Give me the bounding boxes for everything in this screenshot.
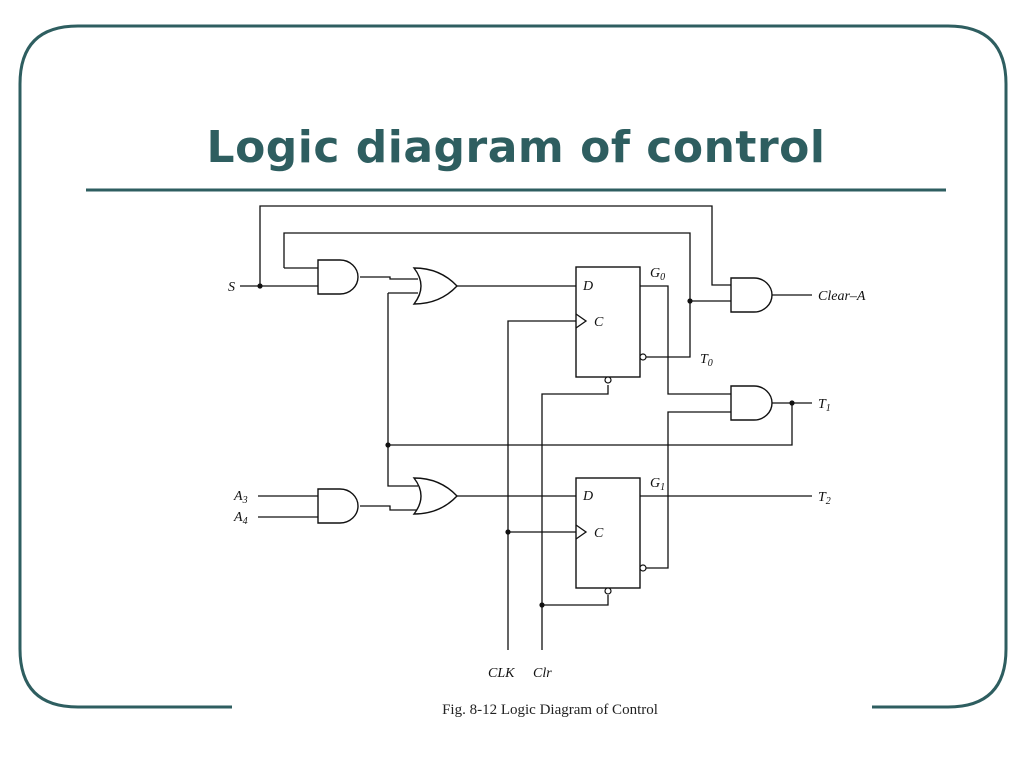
and-gate-clear-a	[730, 277, 773, 313]
flipflop-g0	[575, 266, 647, 384]
page-title: Logic diagram of control	[206, 122, 826, 173]
label-g0-c: C	[594, 315, 604, 330]
or-gate-1	[412, 267, 458, 305]
label-g1-d: D	[582, 489, 593, 504]
label-clr: Clr	[533, 666, 552, 681]
and-gate-1	[317, 259, 359, 295]
label-g1: G1	[650, 476, 665, 493]
label-a4: A4	[233, 510, 248, 527]
or-gate-2	[412, 477, 458, 515]
label-s: S	[228, 280, 235, 295]
slide-frame	[18, 24, 1008, 709]
label-g0-d: D	[582, 279, 593, 294]
label-clk: CLK	[488, 666, 515, 681]
figure-caption: Fig. 8-12 Logic Diagram of Control	[442, 702, 658, 718]
flipflop-g1	[575, 477, 647, 595]
label-t2: T2	[818, 490, 831, 507]
label-g1-c: C	[594, 526, 604, 541]
label-g0: G0	[650, 266, 665, 283]
label-a3: A3	[233, 489, 248, 506]
and-gate-2	[317, 488, 359, 524]
junctions	[257, 283, 795, 608]
label-t1: T1	[818, 397, 831, 414]
wires	[240, 205, 812, 650]
label-t0: T0	[700, 352, 713, 369]
label-clear-a: Clear–A	[818, 289, 866, 304]
and-gate-t1	[730, 385, 773, 421]
